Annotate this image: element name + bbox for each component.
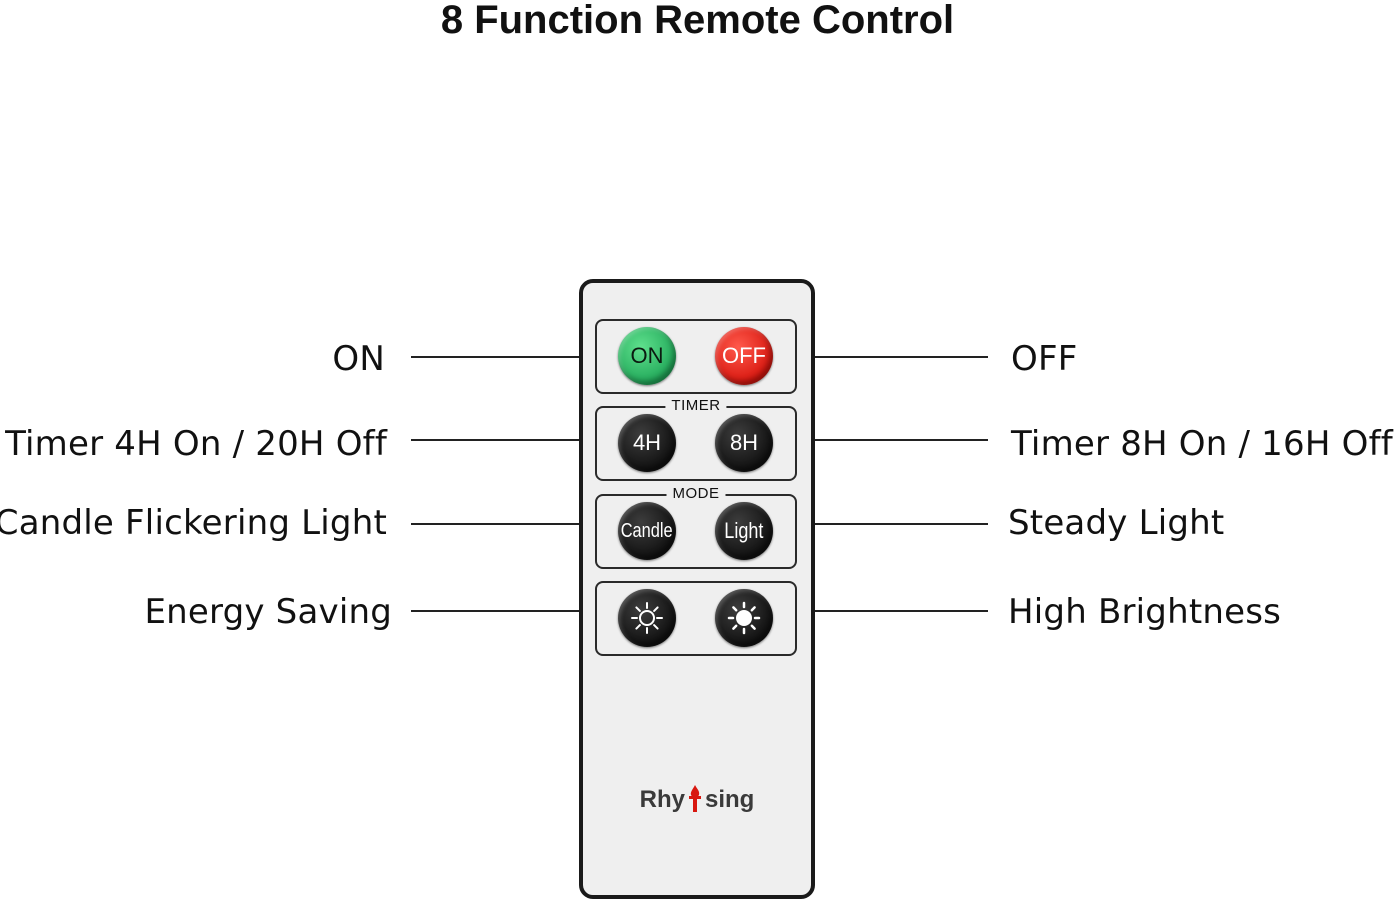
label-high-brightness: High Brightness — [1008, 592, 1282, 632]
connector-high — [815, 610, 988, 612]
mode-caption: MODE — [666, 485, 726, 502]
connector-timer-8h — [815, 439, 988, 441]
sun-outline-icon — [631, 602, 663, 634]
label-candle-flickering: Candle Flickering Light — [0, 503, 387, 543]
energy-saving-button[interactable] — [618, 589, 676, 647]
off-button-label: OFF — [722, 343, 766, 368]
timer-4h-label: 4H — [632, 430, 662, 455]
timer-4h-button[interactable]: 4H — [618, 414, 676, 472]
timer-8h-label: 8H — [729, 430, 759, 455]
label-timer-4h: Timer 4H On / 20H Off — [5, 424, 387, 464]
flame-icon — [689, 785, 701, 812]
light-button[interactable]: Light — [715, 502, 773, 560]
connector-energy — [411, 610, 579, 612]
label-steady-light: Steady Light — [1008, 503, 1225, 543]
sun-filled-icon — [727, 601, 761, 635]
label-off: OFF — [1011, 339, 1078, 379]
timer-8h-button[interactable]: 8H — [715, 414, 773, 472]
connector-candle — [411, 523, 579, 525]
connector-off — [815, 356, 988, 358]
page-title: 8 Function Remote Control — [440, 0, 955, 42]
timer-caption: TIMER — [665, 397, 727, 414]
label-on: ON — [332, 339, 385, 379]
connector-timer-4h — [411, 439, 579, 441]
candle-button[interactable]: Candle — [618, 502, 676, 560]
brand-logo: Rhy sing — [579, 784, 815, 814]
label-timer-8h: Timer 8H On / 16H Off — [1011, 424, 1393, 464]
light-button-label: Light — [724, 518, 764, 543]
off-button[interactable]: OFF — [715, 327, 773, 385]
label-energy-saving: Energy Saving — [144, 592, 392, 632]
on-button[interactable]: ON — [618, 327, 676, 385]
candle-button-label: Candle — [621, 519, 673, 542]
brand-text-left: Rhy — [639, 786, 685, 813]
high-brightness-button[interactable] — [715, 589, 773, 647]
on-button-label: ON — [630, 343, 664, 368]
connector-on — [411, 356, 579, 358]
brand-text-right: sing — [705, 786, 755, 813]
connector-steady — [815, 523, 988, 525]
